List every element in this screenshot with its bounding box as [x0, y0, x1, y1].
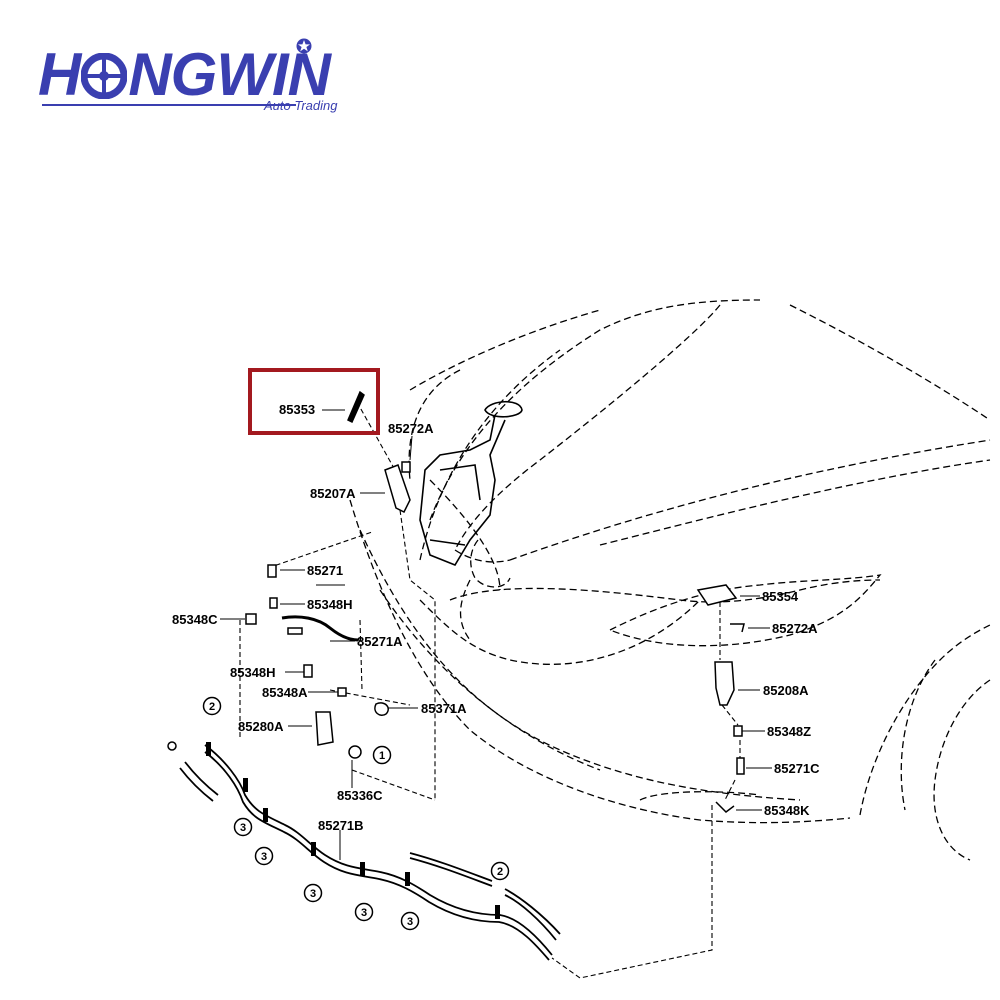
- callout-markers: 1 2 2 3 3 3 3 3: [202, 696, 510, 931]
- car-body-outline: [349, 299, 991, 861]
- part-label-85348k: 85348K: [764, 803, 810, 818]
- leader-lines-dashed: [239, 401, 741, 979]
- part-labels: 85353 85272A 85207A 85271 85348H 85348C 85271A…: [172, 402, 820, 833]
- brand-name-start: H: [38, 41, 81, 108]
- nozzle-cap-85353: [347, 390, 365, 424]
- star-icon: [296, 38, 312, 54]
- part-label-85280a: 85280A: [238, 719, 284, 734]
- part-label-85348h: 85348H: [307, 597, 353, 612]
- callout-3: 3: [303, 883, 323, 903]
- callout-3: 3: [400, 911, 420, 931]
- clip-85272A: [401, 461, 411, 473]
- part-label-85353: 85353: [279, 402, 315, 417]
- brand-tagline: Auto Trading: [264, 98, 338, 113]
- hose-clip: [287, 627, 303, 635]
- callout-number: 3: [310, 888, 316, 900]
- grommet-85371A: [374, 702, 389, 716]
- brand-name-end: NGWIN: [128, 41, 331, 108]
- part-label-85271c: 85271C: [774, 761, 820, 776]
- callout-number: 2: [209, 701, 215, 713]
- washer-reservoir: [419, 400, 523, 566]
- part-label-85348c: 85348C: [172, 612, 218, 627]
- hose-end-cap: [167, 741, 177, 751]
- brand-name: H NGWIN: [38, 40, 331, 109]
- leader-lines: [220, 409, 772, 860]
- hose-clips: [206, 742, 500, 919]
- part-label-85271: 85271: [307, 563, 343, 578]
- hose-85271C: [736, 757, 745, 775]
- part-label-85354: 85354: [762, 589, 799, 604]
- check-valve-85348Z: [733, 725, 743, 737]
- joint-85348K: [715, 801, 735, 813]
- callout-2: 2: [202, 696, 222, 716]
- grommet-85336C: [348, 745, 362, 759]
- connector-85271: [267, 564, 277, 578]
- callout-1: 1: [372, 745, 392, 765]
- callout-3: 3: [254, 846, 274, 866]
- callout-3: 3: [354, 902, 374, 922]
- callout-3: 3: [233, 817, 253, 837]
- washer-pump-85280A: [315, 711, 334, 746]
- highlight-box: [248, 368, 380, 435]
- part-label-85348z: 85348Z: [767, 724, 811, 739]
- joint-85348A: [337, 687, 347, 697]
- part-label-85272a: 85272A: [388, 421, 434, 436]
- callout-number: 3: [261, 851, 267, 863]
- part-label-85272a: 85272A: [772, 621, 818, 636]
- washer-hose: [179, 744, 561, 961]
- check-valve-85348H: [269, 597, 278, 609]
- part-label-85348a: 85348A: [262, 685, 308, 700]
- part-label-85271b: 85271B: [318, 818, 364, 833]
- cap-85354: [696, 584, 738, 606]
- part-label-85336c: 85336C: [337, 788, 383, 803]
- nozzle-85207A: [384, 464, 411, 514]
- callout-number: 2: [497, 866, 503, 878]
- wheel-icon: [80, 44, 128, 100]
- part-label-85207a: 85207A: [310, 486, 356, 501]
- callout-2: 2: [490, 861, 510, 881]
- part-label-85208a: 85208A: [763, 683, 809, 698]
- joint-85348C: [245, 613, 257, 625]
- washer-components: [167, 390, 745, 813]
- nozzle-85208A: [714, 661, 735, 706]
- part-label-85348h: 85348H: [230, 665, 276, 680]
- callout-number: 3: [240, 822, 246, 834]
- connector-85348H: [303, 664, 313, 678]
- brand-logo: H NGWIN Auto Trading: [38, 38, 368, 120]
- part-label-85371a: 85371A: [421, 701, 467, 716]
- brand-underline: [42, 104, 296, 106]
- callout-number: 3: [407, 916, 413, 928]
- callout-number: 3: [361, 907, 367, 919]
- callout-number: 1: [379, 750, 385, 762]
- part-label-85271a: 85271A: [357, 634, 403, 649]
